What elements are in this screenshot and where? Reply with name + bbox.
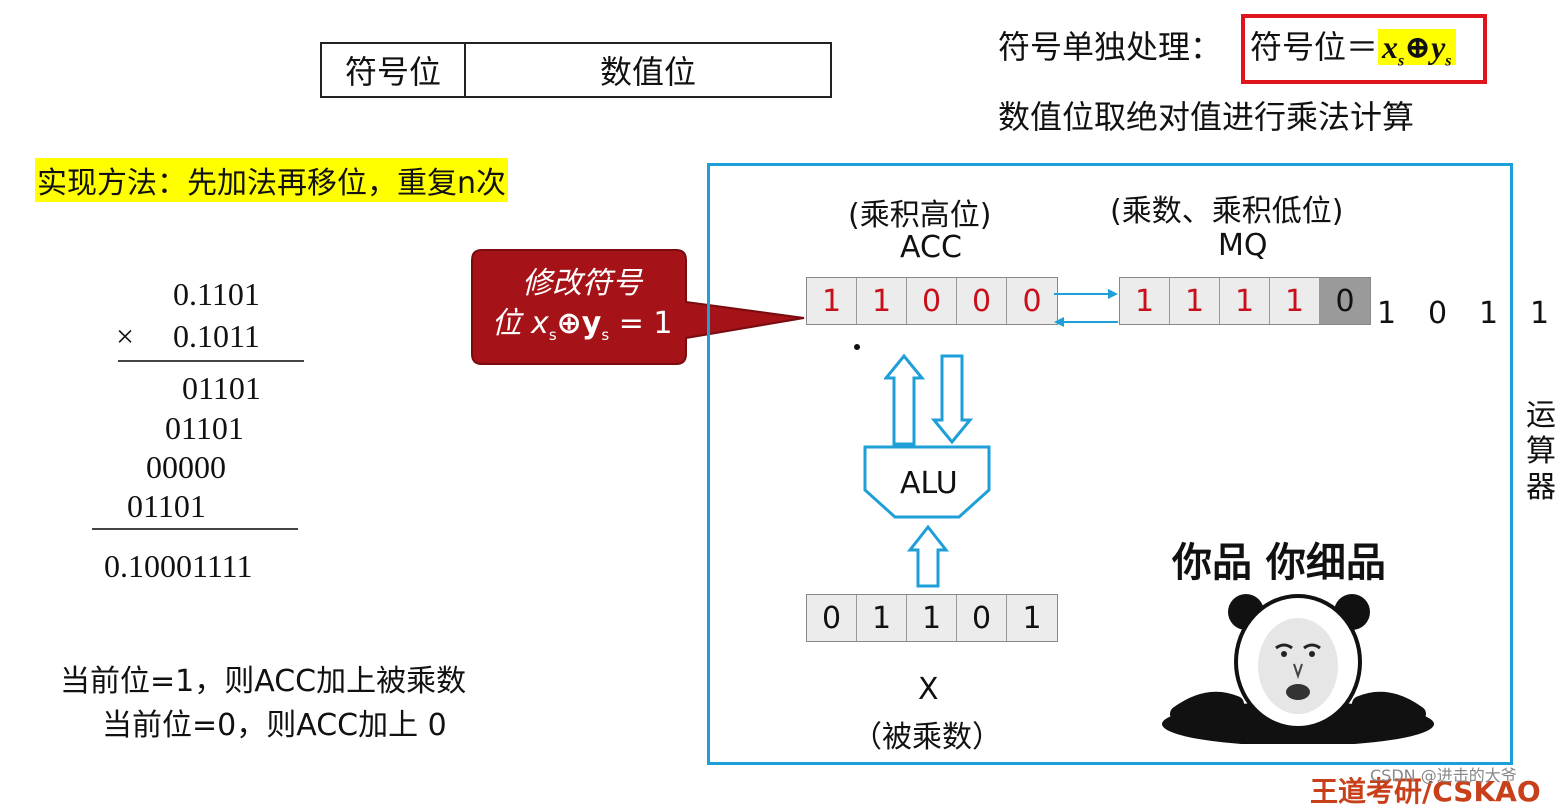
arithmetic-unit-frame xyxy=(707,163,1513,765)
sign-rule-prefix: 符号单独处理： xyxy=(998,28,1223,66)
acc-dot-marker xyxy=(854,344,860,350)
times-sign: × xyxy=(116,318,135,354)
mq-register: 1 1 1 1 0 xyxy=(1119,277,1371,325)
mq-bit: 1 xyxy=(1120,278,1170,324)
mq-name: MQ xyxy=(1218,228,1268,263)
partial-product: 01101 xyxy=(127,488,206,524)
mq-shifted-bit: 1 xyxy=(1377,296,1397,331)
x-bit: 0 xyxy=(807,595,857,641)
x-alu-arrow xyxy=(906,524,950,588)
alu-label: ALU xyxy=(900,466,958,501)
meme-caption: 你品 你细品 xyxy=(1172,540,1386,586)
abs-value-rule: 数值位取绝对值进行乘法计算 xyxy=(998,98,1415,136)
x-bit: 1 xyxy=(1007,595,1057,641)
mq-bit-current: 0 xyxy=(1320,278,1370,324)
sign-formula-box xyxy=(1241,14,1487,84)
mq-bit: 1 xyxy=(1170,278,1220,324)
x-bit: 1 xyxy=(857,595,907,641)
partial-product: 01101 xyxy=(182,370,261,406)
mq-bit: 1 xyxy=(1270,278,1320,324)
acc-alu-arrows xyxy=(884,353,974,446)
multiplicand: 0.1101 xyxy=(173,276,260,312)
x-register: 0 1 1 0 1 xyxy=(806,594,1058,642)
mq-shifted-bit: 1 xyxy=(1530,296,1550,331)
callout-line1: 修改符号 xyxy=(522,266,642,301)
calc-result: 0.10001111 xyxy=(104,548,253,584)
sign-bit-label: 符号位 xyxy=(322,44,466,96)
x-bit: 0 xyxy=(957,595,1007,641)
mq-shifted-bit: 0 xyxy=(1428,296,1448,331)
multiplier: 0.1011 xyxy=(173,318,260,354)
acc-bit: 0 xyxy=(907,278,957,324)
rule-bit-zero: 当前位=0，则ACC加上 0 xyxy=(102,708,447,743)
sign-formula-left: 符号位＝ xyxy=(1250,28,1379,66)
callout-text: 修改符号 位 xs⊕ys = 1 xyxy=(478,264,686,355)
x-register-name: X xyxy=(918,672,939,707)
sign-formula-expression: xs⊕ys xyxy=(1378,29,1456,69)
sign-formula: 符号位＝xs⊕ys xyxy=(1250,22,1456,70)
csdn-watermark: CSDN @进击的大爷 xyxy=(1370,766,1517,785)
bit-format-box: 符号位 数值位 xyxy=(320,42,832,98)
calc-divider-top xyxy=(118,360,304,362)
mq-bit: 1 xyxy=(1220,278,1270,324)
acc-bit: 0 xyxy=(957,278,1007,324)
mq-caption: (乘数、乘积低位) xyxy=(1110,194,1344,229)
side-label-arithmetic-unit: 运算器 xyxy=(1526,398,1556,505)
acc-register: 1 1 0 0 0 xyxy=(806,277,1058,325)
acc-mq-transfer-arrows xyxy=(1054,289,1118,327)
rule-bit-one: 当前位=1，则ACC加上被乘数 xyxy=(60,664,467,699)
partial-product: 01101 xyxy=(165,410,244,446)
acc-caption: (乘积高位) xyxy=(848,198,992,233)
alu-unit xyxy=(863,445,991,519)
acc-bit: 1 xyxy=(807,278,857,324)
acc-name: ACC xyxy=(900,230,962,265)
partial-product: 00000 xyxy=(146,449,226,485)
x-register-caption: （被乘数） xyxy=(852,720,1002,755)
calc-divider-bottom xyxy=(92,528,298,530)
x-bit: 1 xyxy=(907,595,957,641)
panda-meme-image xyxy=(1162,594,1434,744)
acc-bit: 1 xyxy=(857,278,907,324)
callout-bubble xyxy=(471,249,805,365)
acc-bit: 0 xyxy=(1007,278,1057,324)
value-bits-label: 数值位 xyxy=(599,53,696,91)
mq-shifted-bit: 1 xyxy=(1479,296,1499,331)
callout-line2: 位 xs⊕ys = 1 xyxy=(491,306,673,344)
method-heading: 实现方法：先加法再移位，重复n次 xyxy=(35,158,509,202)
